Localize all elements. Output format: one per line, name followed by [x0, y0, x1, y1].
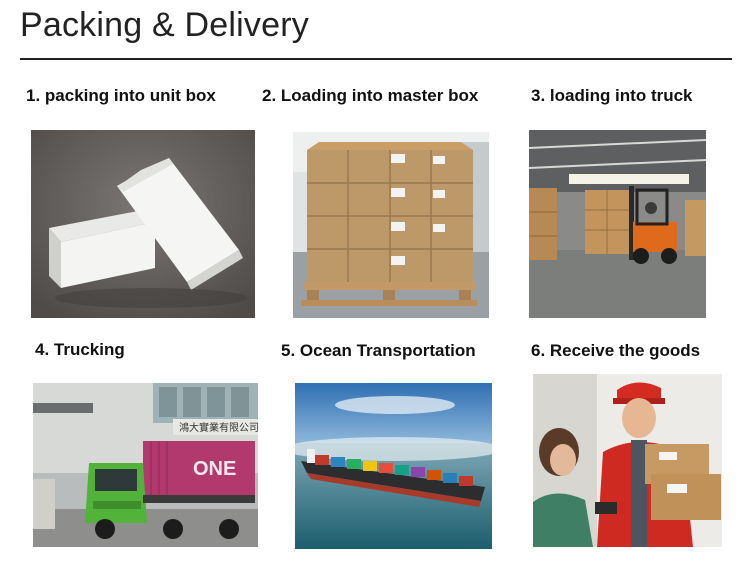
building-sign-text: 鴻大實業有限公司 — [179, 421, 258, 434]
step-5-label: 5. Ocean Transportation — [281, 341, 476, 360]
step-3-label: 3. loading into truck — [531, 86, 693, 105]
title-divider — [20, 58, 732, 60]
page-title: Packing & Delivery — [20, 6, 309, 44]
step-1-label: 1. packing into unit box — [26, 86, 216, 105]
step-6-label: 6. Receive the goods — [531, 341, 701, 360]
step-4-label: 4. Trucking — [35, 340, 125, 359]
pallet-master-boxes-photo — [293, 132, 489, 318]
unit-boxes-photo — [31, 130, 255, 318]
step-2-label: 2. Loading into master box — [262, 86, 479, 105]
forklift-warehouse-photo — [529, 130, 706, 318]
delivery-man-photo — [533, 374, 722, 547]
green-truck-container-photo: 鴻大實業有限公司 ONE — [33, 383, 258, 547]
container-ship-photo — [295, 383, 492, 549]
container-logo-text: ONE — [193, 458, 236, 480]
